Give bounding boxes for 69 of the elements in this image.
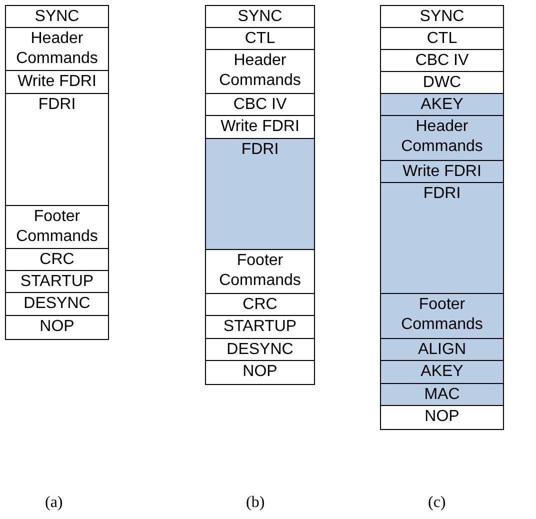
table-cell <box>5 270 109 294</box>
field-name: STARTUP <box>223 317 297 337</box>
field-name: FDRI <box>241 140 279 160</box>
field-name: NOP <box>424 407 460 427</box>
table-cell <box>380 49 504 72</box>
table-cell <box>205 138 315 250</box>
table-cell <box>5 292 109 316</box>
table-cell <box>205 293 315 316</box>
table-cell <box>5 205 109 250</box>
field-name: DESYNC <box>226 340 294 360</box>
field-name: Write FDRI <box>402 162 482 182</box>
field-name: Footer Commands <box>218 251 302 291</box>
table-cell <box>205 338 315 362</box>
table-cell <box>380 293 504 340</box>
table-cell <box>205 360 315 384</box>
table-cell <box>205 49 315 94</box>
field-name: CRC <box>242 295 278 315</box>
field-name: FDRI <box>38 95 76 115</box>
field-name: AKEY <box>420 95 464 115</box>
table-cell <box>380 93 504 116</box>
table-cell <box>205 93 315 116</box>
field-name: CBC IV <box>415 51 469 71</box>
table-cell <box>5 70 109 94</box>
panel-caption: (c) <box>428 494 446 512</box>
field-name: FDRI <box>423 184 461 204</box>
table-cell <box>5 93 109 206</box>
table-cell <box>380 27 504 50</box>
field-name: NOP <box>40 317 74 337</box>
table-cell <box>380 160 504 184</box>
field-name: AKEY <box>420 362 464 382</box>
field-name: ALIGN <box>418 340 466 360</box>
table-cell <box>380 5 504 28</box>
field-name: SYNC <box>420 7 464 27</box>
field-name: CTL <box>244 29 276 49</box>
panel-caption: (b) <box>246 494 265 512</box>
table-cell <box>205 115 315 140</box>
field-name: MAC <box>424 385 460 405</box>
field-name: DESYNC <box>24 294 90 314</box>
field-name: Write FDRI <box>18 72 96 92</box>
table-cell <box>5 315 109 340</box>
field-name: CBC IV <box>233 95 287 115</box>
field-name: Header Commands <box>15 29 99 69</box>
table-cell <box>380 71 504 94</box>
field-name: NOP <box>242 362 278 382</box>
table-cell <box>205 315 315 340</box>
table-cell <box>380 338 504 362</box>
field-name: SYNC <box>238 7 282 27</box>
field-name: CTL <box>426 29 458 49</box>
table-cell <box>205 249 315 294</box>
table-cell <box>205 5 315 28</box>
field-name: SYNC <box>34 7 80 27</box>
table-cell <box>380 360 504 384</box>
field-name: STARTUP <box>20 272 94 292</box>
table-cell <box>5 27 109 72</box>
field-name: CRC <box>40 250 74 270</box>
table-cell <box>380 182 504 294</box>
field-name: DWC <box>422 73 462 93</box>
field-name: Footer Commands <box>15 207 99 247</box>
table-cell <box>5 248 109 272</box>
field-name: Footer Commands <box>400 295 484 335</box>
field-name: Write FDRI <box>220 117 300 137</box>
table-cell <box>380 383 504 406</box>
panel-caption: (a) <box>45 494 63 512</box>
field-name: Header Commands <box>400 117 484 157</box>
table-cell <box>205 27 315 50</box>
table-cell <box>380 115 504 162</box>
table-cell <box>5 5 109 28</box>
table-cell <box>380 405 504 430</box>
field-name: Header Commands <box>218 51 302 91</box>
